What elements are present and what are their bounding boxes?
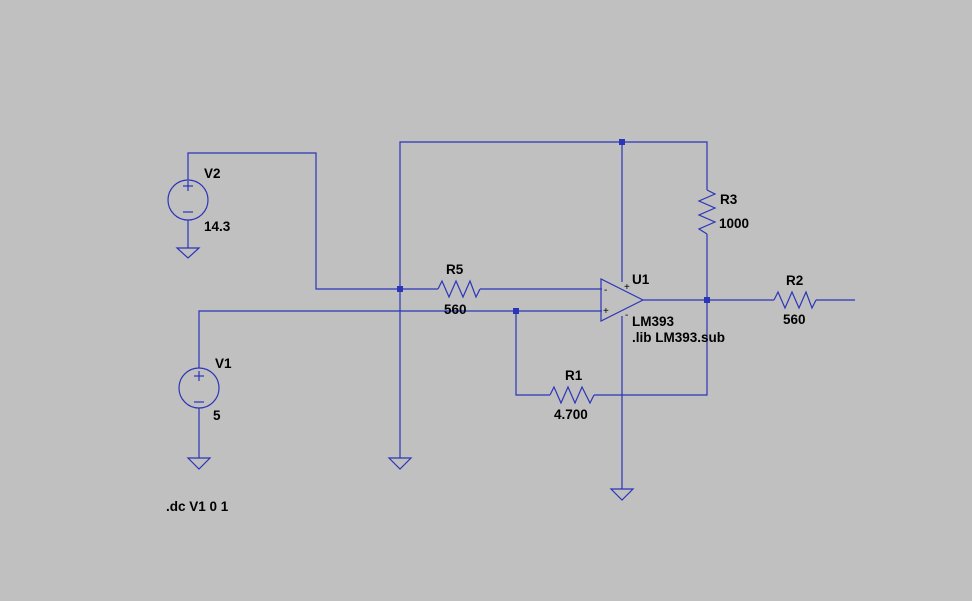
ground-symbol-u1 <box>609 488 635 501</box>
u1-model: LM393 <box>632 314 675 329</box>
resistor-r1-zigzag <box>549 385 595 405</box>
junction-output <box>704 297 710 303</box>
u1-inverting-input-sign: - <box>604 285 607 296</box>
resistor-r2-zigzag <box>773 290 817 310</box>
r3-label: R3 <box>720 192 738 207</box>
wire-fb-to-r1 <box>515 311 550 396</box>
junctions <box>397 139 710 314</box>
u1-lib-directive: .lib LM393.sub <box>632 330 725 345</box>
v1-label: V1 <box>215 356 232 371</box>
voltage-source-v2-symbol <box>167 179 209 221</box>
wire-left-rail <box>399 141 622 458</box>
v2-label: V2 <box>204 166 221 181</box>
resistor-r2[interactable]: R2 560 <box>773 273 817 327</box>
u1-label: U1 <box>632 272 650 287</box>
junction-left-node <box>397 286 403 292</box>
junction-feedback <box>513 308 519 314</box>
r1-label: R1 <box>565 368 583 383</box>
r3-value: 1000 <box>719 216 749 231</box>
u1-supply-minus-sign: - <box>625 310 628 321</box>
ground-symbol-v1 <box>186 457 212 470</box>
dc-sweep-directive[interactable]: .dc V1 0 1 <box>166 499 229 514</box>
junction-top-rail <box>619 139 625 145</box>
comparator-u1[interactable]: - + + - U1 LM393 .lib LM393.sub <box>600 272 725 345</box>
r5-value: 560 <box>444 302 467 317</box>
ground-symbol-left <box>387 457 413 470</box>
resistor-r3-zigzag <box>697 189 717 235</box>
wire-v1-to-u1 <box>198 310 602 368</box>
r5-label: R5 <box>446 262 464 277</box>
resistor-r5-zigzag <box>437 279 481 299</box>
wires <box>187 141 855 489</box>
wire-r1-to-output <box>594 300 708 396</box>
comparator-u1-symbol <box>600 278 645 322</box>
r2-label: R2 <box>786 273 803 288</box>
voltage-source-v1-symbol <box>178 367 220 409</box>
v1-value: 5 <box>213 408 221 423</box>
v2-value: 14.3 <box>204 219 231 234</box>
r1-value: 4.700 <box>554 407 588 422</box>
resistor-r1[interactable]: R1 4.700 <box>549 368 595 422</box>
ground-symbol-v2 <box>175 247 201 259</box>
resistor-r3[interactable]: R3 1000 <box>697 189 749 235</box>
voltage-source-v2[interactable]: V2 14.3 <box>167 166 231 234</box>
resistor-r5[interactable]: R5 560 <box>437 262 481 317</box>
u1-supply-plus-sign: + <box>624 282 630 293</box>
u1-noninverting-input-sign: + <box>603 306 609 317</box>
wire-top-rail-r3 <box>622 141 708 190</box>
r2-value: 560 <box>783 312 806 327</box>
wire-v2-to-node <box>187 152 400 290</box>
voltage-source-v1[interactable]: V1 5 <box>178 356 232 423</box>
